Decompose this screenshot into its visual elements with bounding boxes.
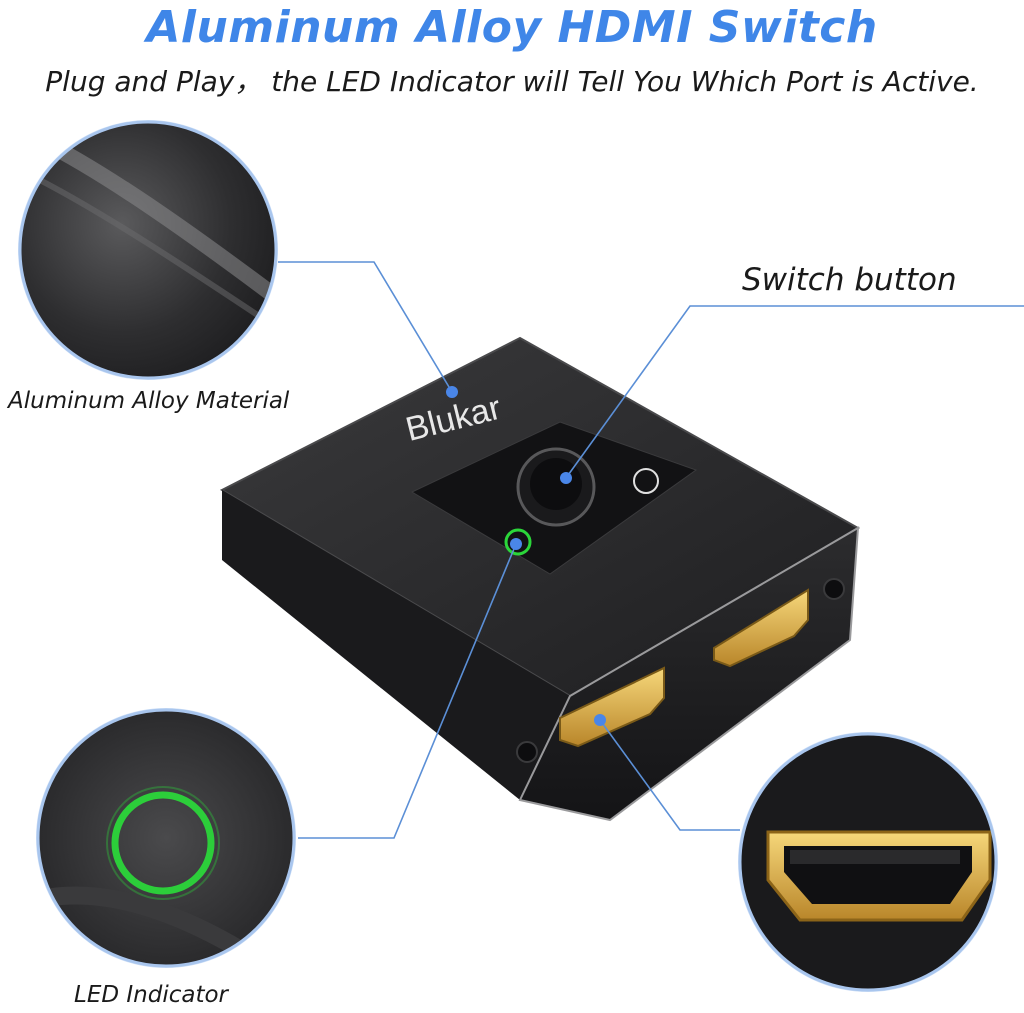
- page-subtitle: Plug and Play， the LED Indicator will Te…: [45, 65, 979, 98]
- led-closeup-circle: [36, 708, 296, 968]
- port-2-indicator: [633, 468, 659, 494]
- callout-material-label: Aluminum Alloy Material: [8, 388, 290, 414]
- callout-led-label: LED Indicator: [74, 982, 229, 1008]
- callout-dots: [446, 386, 606, 726]
- callout-lines: [278, 261, 1024, 839]
- callout-dot-switch: [560, 472, 572, 484]
- callout-line-material: [278, 261, 453, 393]
- screw-left: [516, 741, 538, 763]
- callout-dot-led: [510, 538, 522, 550]
- callout-line-led: [298, 543, 517, 839]
- hdmi-port-1: [559, 666, 665, 748]
- hdmi-port-closeup-circle: [738, 732, 998, 992]
- callout-line-switch: [565, 305, 1024, 479]
- page-title: Aluminum Alloy HDMI Switch: [146, 2, 878, 53]
- port-1-led: [504, 528, 532, 556]
- callout-dot-material: [446, 386, 458, 398]
- callout-switch-label: Switch button: [742, 262, 957, 298]
- callout-line-port: [599, 719, 740, 831]
- material-closeup-circle: [18, 120, 278, 380]
- hdmi-port-2: [713, 588, 809, 668]
- callout-dot-port: [594, 714, 606, 726]
- screw-right: [823, 578, 845, 600]
- hdmi-switch-device: [219, 336, 861, 822]
